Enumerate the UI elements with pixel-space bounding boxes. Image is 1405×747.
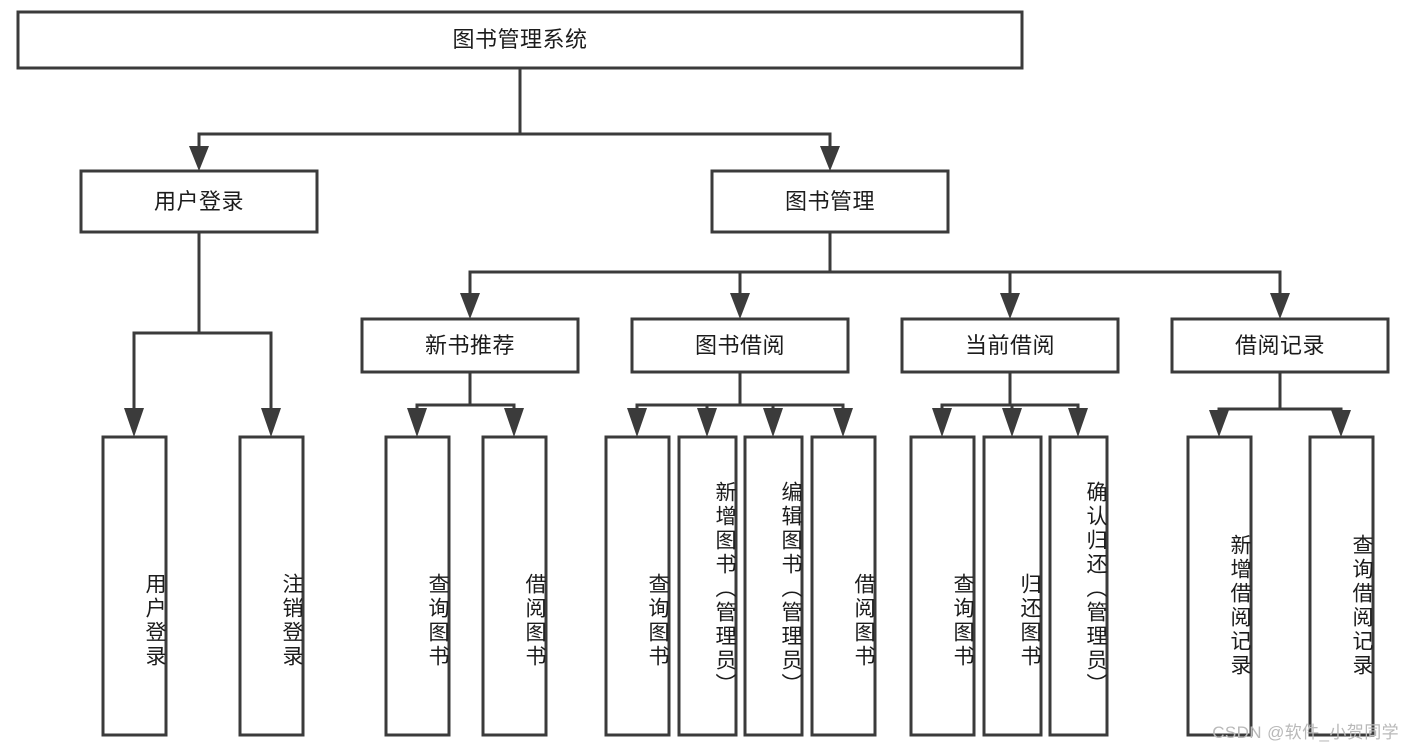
arrow-head-user-login bbox=[189, 146, 209, 171]
node-box-borrow-record[interactable] bbox=[1170, 317, 1390, 374]
arrow-head-leaf-book-borrow-2 bbox=[697, 408, 717, 437]
node-box-leaf-current-borrow-3[interactable] bbox=[1048, 435, 1109, 737]
arrow-head-book-borrow bbox=[730, 293, 750, 319]
arrow-head-leaf-current-borrow-2 bbox=[1002, 408, 1022, 437]
node-box-leaf-borrow-record-2[interactable] bbox=[1308, 435, 1375, 737]
arrow-head-leaf-new-book-rec-1 bbox=[407, 408, 427, 437]
node-box-leaf-new-book-rec-2[interactable] bbox=[481, 435, 548, 737]
arrow-head-leaf-user-login-2 bbox=[261, 408, 281, 437]
arrow-head-leaf-borrow-record-1 bbox=[1209, 410, 1229, 437]
node-box-leaf-current-borrow-2[interactable] bbox=[982, 435, 1043, 737]
node-box-book-borrow[interactable] bbox=[630, 317, 850, 374]
arrow-head-leaf-new-book-rec-2 bbox=[504, 408, 524, 437]
arrow-head-borrow-record bbox=[1270, 293, 1290, 319]
node-box-current-borrow[interactable] bbox=[900, 317, 1120, 374]
node-box-leaf-book-borrow-1[interactable] bbox=[604, 435, 671, 737]
arrow-head-leaf-book-borrow-1 bbox=[627, 408, 647, 437]
arrow-head-leaf-current-borrow-3 bbox=[1068, 408, 1088, 437]
arrow-head-leaf-borrow-record-2 bbox=[1331, 410, 1351, 437]
node-box-leaf-book-borrow-4[interactable] bbox=[810, 435, 877, 737]
arrow-head-leaf-book-borrow-3 bbox=[763, 408, 783, 437]
node-box-leaf-book-borrow-2[interactable] bbox=[677, 435, 738, 737]
arrow-head-leaf-user-login-1 bbox=[124, 408, 144, 437]
csdn-watermark: CSDN @软件_小贺同学 bbox=[1212, 723, 1399, 742]
node-box-root[interactable] bbox=[16, 10, 1024, 70]
node-box-leaf-user-login-2[interactable] bbox=[238, 435, 305, 737]
node-box-leaf-new-book-rec-1[interactable] bbox=[384, 435, 451, 737]
arrow-head-leaf-current-borrow-1 bbox=[932, 408, 952, 437]
arrow-head-book-manage bbox=[820, 146, 840, 171]
node-box-leaf-current-borrow-1[interactable] bbox=[909, 435, 976, 737]
arrow-head-leaf-book-borrow-4 bbox=[833, 408, 853, 437]
node-box-leaf-user-login-1[interactable] bbox=[101, 435, 168, 737]
node-box-book-manage[interactable] bbox=[710, 169, 950, 234]
node-box-new-book-rec[interactable] bbox=[360, 317, 580, 374]
node-box-leaf-book-borrow-3[interactable] bbox=[743, 435, 804, 737]
arrow-head-new-book-rec bbox=[460, 293, 480, 319]
node-box-user-login[interactable] bbox=[79, 169, 319, 234]
node-box-leaf-borrow-record-1[interactable] bbox=[1186, 435, 1253, 737]
arrow-head-current-borrow bbox=[1000, 293, 1020, 319]
